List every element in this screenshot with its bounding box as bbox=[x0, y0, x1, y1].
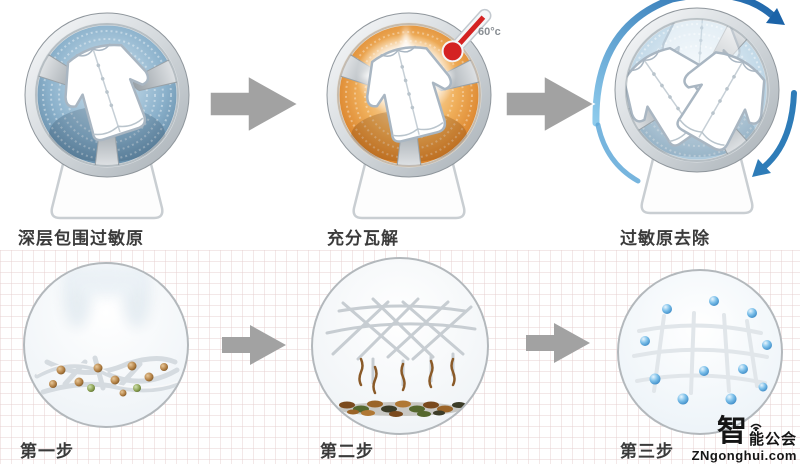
step-label-1: 第一步 bbox=[20, 442, 74, 461]
drum-illustration-step-3 bbox=[590, 0, 800, 220]
micro-view-step-3 bbox=[617, 269, 783, 435]
watermark-logo-char: 智 bbox=[716, 415, 747, 448]
drum-illustration-step-2: 60°c bbox=[302, 4, 516, 225]
debris-pile bbox=[338, 400, 466, 417]
step-label-remove: 过敏原去除 bbox=[620, 229, 710, 248]
arrow-right-icon bbox=[504, 72, 596, 141]
step-label-surround: 深层包围过敏原 bbox=[18, 229, 144, 248]
step-label-disintegrate: 充分瓦解 bbox=[327, 229, 399, 248]
micro-view-step-2 bbox=[311, 257, 489, 435]
machine-base bbox=[640, 153, 754, 215]
watermark-domain: ZNgonghui.com bbox=[691, 448, 797, 463]
micro-view-step-1 bbox=[23, 262, 189, 428]
fiber-strands bbox=[34, 355, 180, 395]
allergen-particles bbox=[49, 361, 168, 397]
step-label-3: 第三步 bbox=[620, 442, 674, 461]
watermark-logo-rest: 能公会 bbox=[748, 431, 797, 448]
drum-interior bbox=[626, 19, 768, 161]
fiber-lattice bbox=[325, 297, 477, 387]
falling-allergens bbox=[358, 357, 456, 395]
arrow-right-icon bbox=[208, 72, 300, 141]
drum-illustration-step-1 bbox=[0, 4, 214, 225]
temperature-label: 60°c bbox=[478, 26, 501, 38]
machine-base bbox=[352, 158, 466, 220]
machine-base bbox=[50, 158, 164, 220]
water-droplets bbox=[640, 296, 772, 405]
step-label-2: 第二步 bbox=[320, 442, 374, 461]
watermark-logo: 智 能公会 ZNgonghui.com bbox=[691, 415, 797, 463]
rotation-arrows-icon bbox=[592, 0, 797, 184]
wifi-icon bbox=[750, 423, 762, 431]
thermometer-icon bbox=[441, 8, 492, 63]
arrow-right-icon bbox=[524, 320, 592, 371]
steam-icon bbox=[63, 264, 151, 328]
arrow-right-icon bbox=[220, 322, 288, 373]
